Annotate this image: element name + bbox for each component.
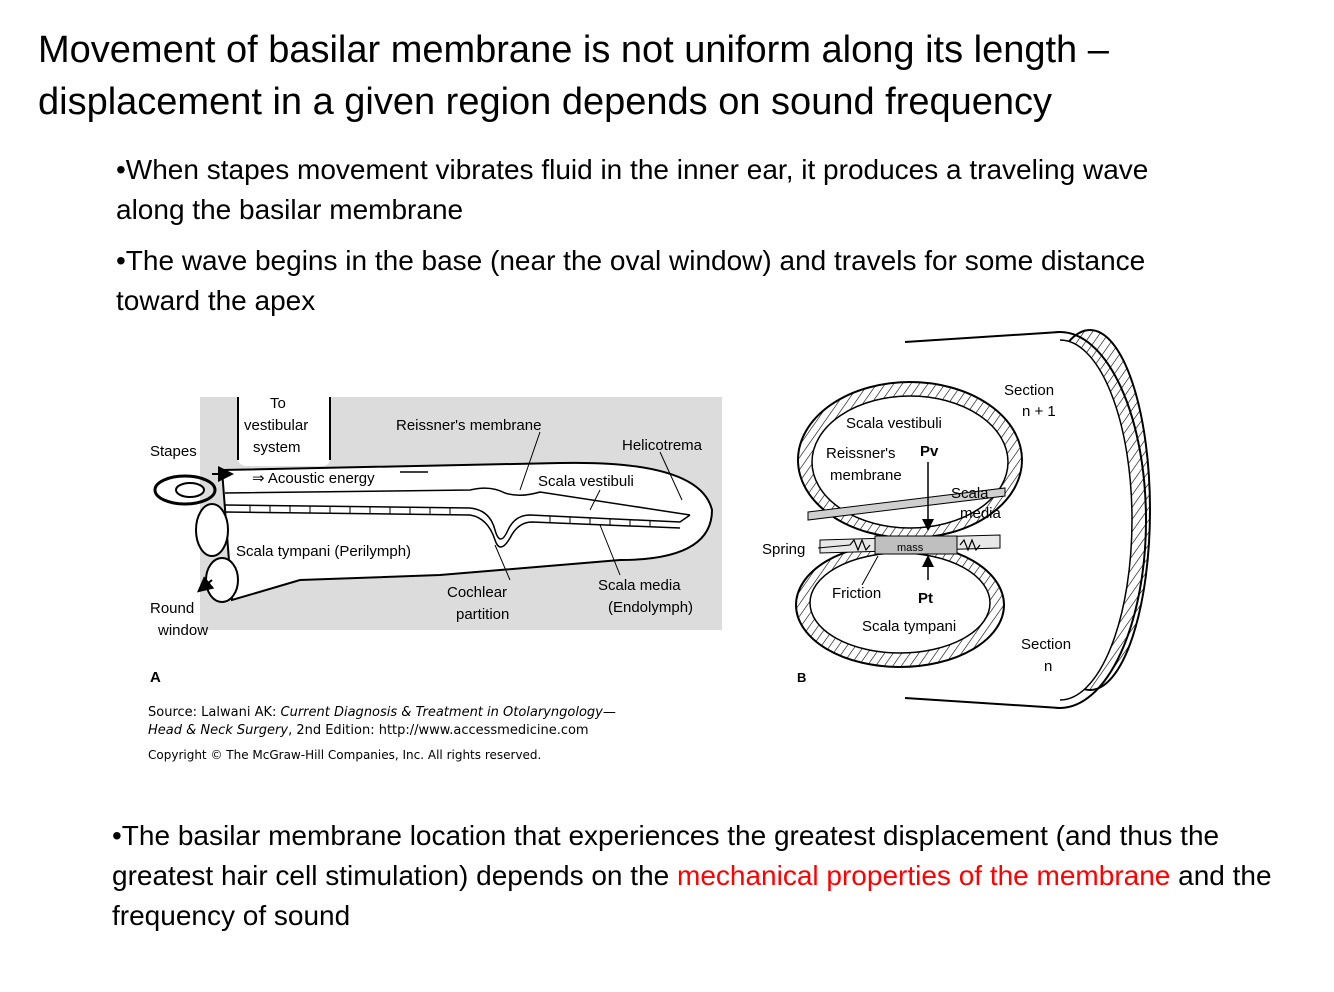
label-section-n1: Section bbox=[1004, 382, 1054, 399]
label-reissner-b1: Reissner's bbox=[826, 445, 896, 462]
label-scala-vestibuli-a: Scala vestibuli bbox=[538, 473, 634, 490]
label-n: n bbox=[1044, 658, 1052, 675]
figure-caption: Source: Lalwani AK: Current Diagnosis & … bbox=[148, 705, 616, 762]
label-friction: Friction bbox=[832, 585, 881, 602]
mass-block bbox=[874, 535, 958, 555]
label-mass: mass bbox=[897, 542, 924, 554]
caption-copyright: Copyright © The McGraw-Hill Companies, I… bbox=[148, 748, 541, 762]
label-spring: Spring bbox=[762, 541, 805, 558]
label-window: window bbox=[157, 622, 208, 639]
label-reissner-b2: membrane bbox=[830, 467, 902, 484]
label-scala-tympani-b: Scala tympani bbox=[862, 618, 956, 635]
oval-window bbox=[195, 503, 229, 557]
stapes-shape bbox=[153, 474, 217, 506]
label-round: Round bbox=[150, 600, 194, 617]
label-scala-media-a: Scala media bbox=[598, 577, 681, 594]
slide-title: Movement of basilar membrane is not unif… bbox=[38, 29, 1109, 123]
label-acoustic-energy: ⇒ Acoustic energy bbox=[252, 470, 375, 487]
label-partition: partition bbox=[456, 606, 509, 623]
label-endolymph: (Endolymph) bbox=[608, 599, 693, 616]
highlighted-phrase: mechanical properties of the membrane bbox=[677, 860, 1171, 891]
label-n-plus-1: n + 1 bbox=[1022, 403, 1056, 420]
label-scala-media-b1: Scala bbox=[951, 485, 989, 502]
label-stapes: Stapes bbox=[150, 443, 197, 460]
cochlea-body bbox=[220, 461, 714, 602]
figure-b-cross-section: mass Section n + 1 Scala vestibuli Reiss… bbox=[762, 329, 1151, 709]
panel-label-a: A bbox=[150, 669, 161, 686]
figure-a-uncoiled-cochlea: To vestibular system Stapes Reissner's m… bbox=[150, 395, 722, 686]
label-scala-vestibuli-b: Scala vestibuli bbox=[846, 415, 942, 432]
caption-source-line1: Source: Lalwani AK: Current Diagnosis & … bbox=[148, 705, 616, 720]
label-reissner-membrane: Reissner's membrane bbox=[396, 417, 541, 434]
label-pv: Pv bbox=[920, 443, 939, 460]
label-pt: Pt bbox=[918, 590, 933, 607]
label-vestibular: vestibular bbox=[244, 417, 308, 434]
bullet-wave-begins: •The wave begins in the base (near the o… bbox=[116, 245, 1146, 316]
label-helicotrema: Helicotrema bbox=[622, 437, 703, 454]
label-scala-tympani-a: Scala tympani (Perilymph) bbox=[236, 543, 411, 560]
bullet-greatest-displacement: •The basilar membrane location that expe… bbox=[112, 820, 1272, 931]
label-cochlear: Cochlear bbox=[447, 584, 507, 601]
panel-label-b: B bbox=[797, 670, 806, 685]
label-section-n: Section bbox=[1021, 636, 1071, 653]
vestibular-canal bbox=[238, 397, 330, 466]
label-system: system bbox=[253, 439, 301, 456]
bullet-traveling-wave: •When stapes movement vibrates fluid in … bbox=[116, 154, 1149, 225]
caption-source-line2: Head & Neck Surgery, 2nd Edition: http:/… bbox=[148, 723, 589, 738]
label-scala-media-b2: media bbox=[960, 505, 1002, 522]
label-to: To bbox=[270, 395, 286, 412]
